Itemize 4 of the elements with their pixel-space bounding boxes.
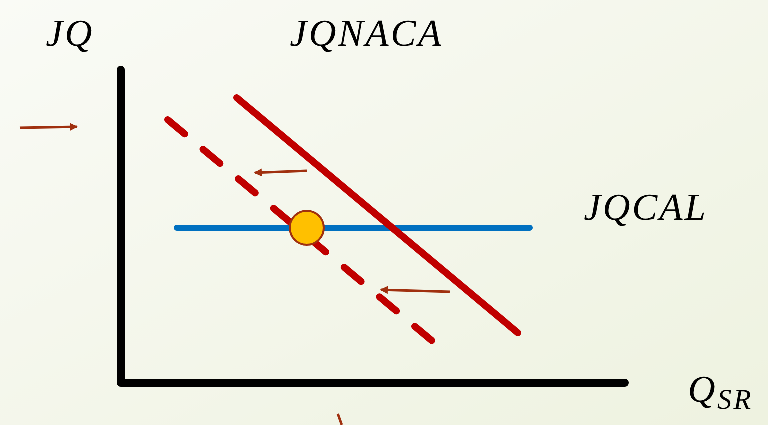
- axis-label: JQ: [46, 12, 94, 56]
- axis-label: Q$_{SR}$: [688, 368, 754, 412]
- curve-label: JQNACA: [290, 12, 444, 56]
- line-label: JQCAL: [584, 186, 708, 230]
